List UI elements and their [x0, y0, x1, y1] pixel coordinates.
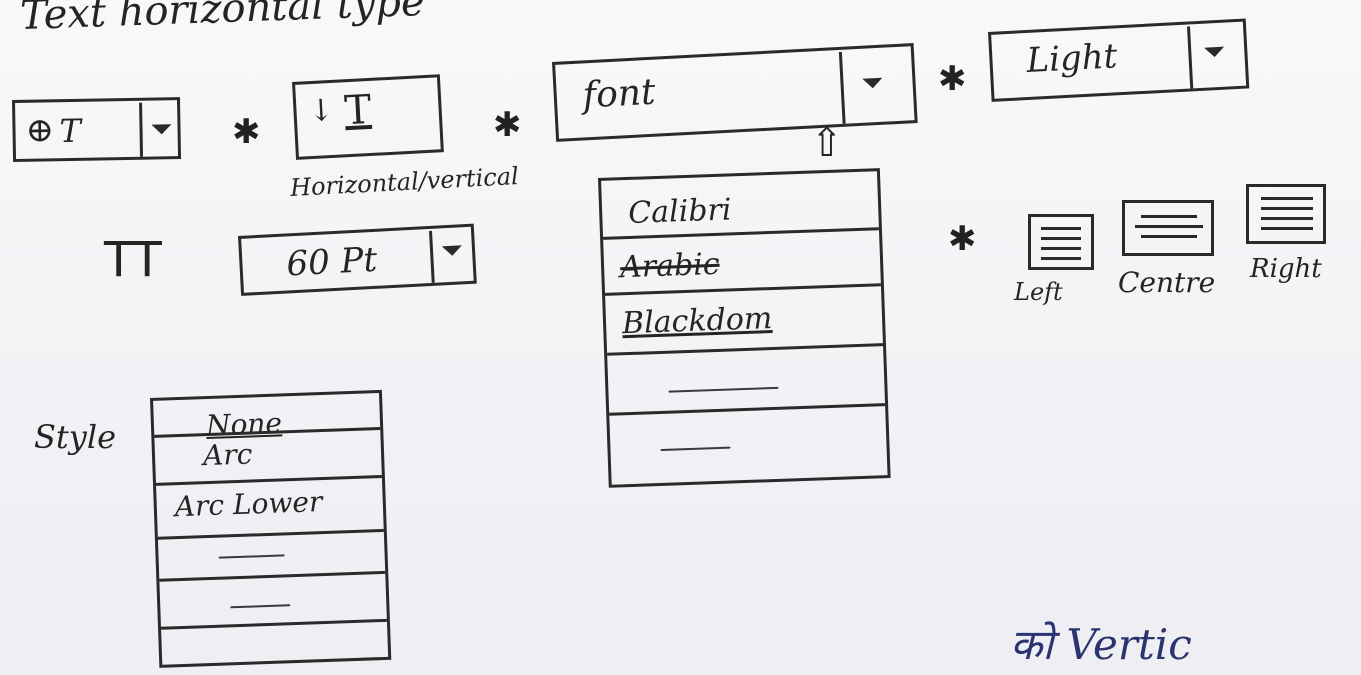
align-centre-label: Centre — [1118, 266, 1216, 299]
font-list-item[interactable]: Blackdom — [621, 301, 773, 342]
dropdown-separator — [428, 230, 435, 283]
list-divider — [160, 618, 387, 630]
list-divider — [155, 474, 382, 486]
orientation-arrow-icon: ↓ — [307, 92, 335, 130]
text-tool-glyph: T — [343, 86, 373, 135]
list-placeholder — [660, 446, 731, 451]
bottom-note-fragment: को Vertic — [1010, 620, 1192, 669]
orientation-toggle-button[interactable]: ↓ T — [292, 74, 444, 160]
text-tool-label: T — [59, 111, 82, 151]
pointer-arrow-icon: ⇧ — [810, 120, 844, 166]
style-label: Style — [34, 418, 117, 456]
align-centre-icon[interactable] — [1122, 200, 1214, 256]
font-size-dropdown[interactable]: 60 Pt — [238, 223, 477, 296]
font-weight-dropdown[interactable]: Light — [988, 18, 1250, 102]
style-list-item[interactable]: None — [205, 406, 283, 443]
font-size-value: 60 Pt — [285, 239, 379, 285]
bullet-star-icon: ✱ — [948, 219, 977, 259]
list-divider — [159, 570, 386, 582]
list-placeholder — [230, 604, 291, 609]
align-right-label: Right — [1250, 254, 1322, 284]
text-tool-icon: ⊕ — [25, 110, 55, 151]
chevron-down-icon[interactable] — [1204, 46, 1225, 58]
style-list-item[interactable]: Arc — [202, 437, 253, 473]
style-list-item[interactable]: Arc Lower — [174, 485, 323, 524]
style-list[interactable]: None Arc Arc Lower — [150, 389, 392, 668]
list-divider — [607, 343, 884, 356]
align-right-icon[interactable] — [1246, 184, 1326, 244]
font-dropdown-value: font — [581, 71, 657, 117]
font-list-item[interactable]: Calibri — [627, 192, 732, 231]
dropdown-separator — [1186, 26, 1194, 89]
list-placeholder — [218, 554, 285, 559]
list-divider — [609, 403, 886, 416]
list-divider — [605, 283, 881, 296]
chevron-down-icon[interactable] — [441, 245, 463, 257]
align-left-icon[interactable] — [1028, 214, 1094, 270]
chevron-down-icon[interactable] — [862, 77, 883, 89]
font-list[interactable]: Calibri Arabic Blackdom — [598, 168, 891, 488]
list-placeholder — [668, 386, 779, 393]
chevron-down-icon[interactable] — [151, 124, 172, 135]
font-size-icon: TT — [104, 232, 162, 288]
bullet-star-icon: ✱ — [493, 105, 522, 145]
align-left-label: Left — [1014, 278, 1063, 306]
dropdown-separator — [139, 102, 144, 157]
text-tool-dropdown[interactable]: ⊕ T — [12, 97, 182, 162]
dropdown-separator — [838, 51, 846, 124]
font-weight-value: Light — [1025, 36, 1119, 81]
list-divider — [157, 528, 384, 540]
bullet-star-icon: ✱ — [938, 59, 967, 99]
font-list-item[interactable]: Arabic — [619, 246, 721, 286]
bullet-star-icon: ✱ — [232, 112, 261, 152]
